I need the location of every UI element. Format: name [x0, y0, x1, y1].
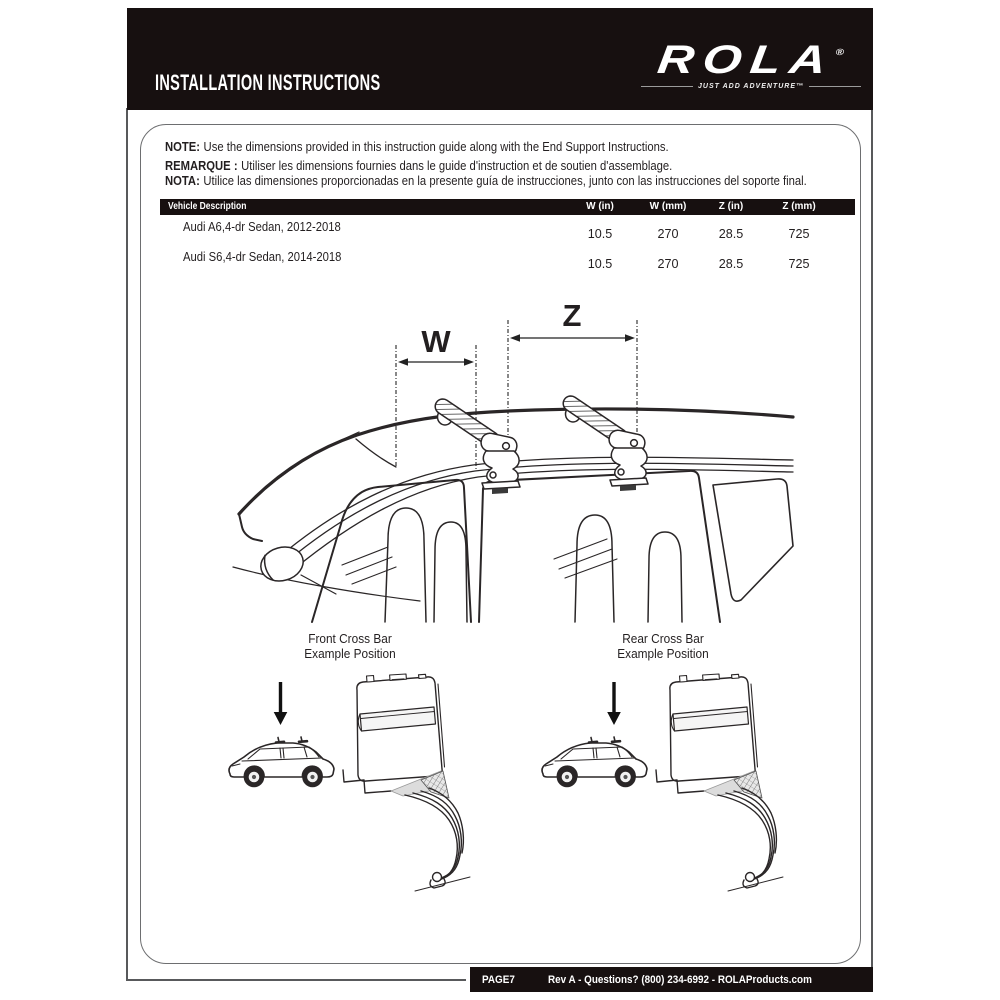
end-support-bracket-art — [342, 673, 471, 892]
rear-label-line1: Rear Cross Bar — [622, 632, 704, 646]
w-mm-value: 270 — [657, 227, 679, 241]
front-position-arrow-icon — [273, 682, 288, 725]
front-crossbar-figure — [227, 673, 471, 892]
w-dimension-label: W — [421, 324, 451, 359]
z-mm-value: 725 — [788, 257, 810, 271]
dimension-guide-lines — [395, 320, 638, 470]
page-edge-right — [871, 108, 873, 968]
w-in-value: 10.5 — [587, 257, 613, 271]
front-label-line2: Example Position — [304, 647, 396, 661]
logo-tagline: JUST ADD ADVENTURE™ — [698, 83, 804, 90]
table-row: Audi A6,4-dr Sedan, 2012-2018 10.5 270 2… — [160, 219, 855, 243]
column-header-z-in: Z (in) — [718, 201, 744, 212]
column-header-z-mm: Z (mm) — [782, 201, 816, 212]
rear-label-line2: Example Position — [617, 647, 709, 661]
rear-crossbar-figure — [540, 673, 784, 892]
vehicle-name: Audi A6,4-dr Sedan, 2012-2018 — [183, 219, 341, 234]
column-header-w-in: W (in) — [586, 201, 614, 212]
tagline-rule-left — [641, 86, 693, 87]
roof-crossbar-diagram: W Z — [232, 298, 795, 623]
note-french: REMARQUE :Utiliser les dimensions fourni… — [165, 158, 672, 173]
content-border-box — [140, 124, 861, 964]
footer-page-number: PAGE7 — [482, 973, 515, 986]
tagline-rule-right — [809, 86, 861, 87]
column-header-vehicle: Vehicle Description — [168, 201, 247, 212]
note-spanish-text: Utilice las dimensiones proporcionadas e… — [203, 173, 807, 188]
page-edge-left — [126, 108, 128, 981]
w-dimension-arrow — [398, 358, 474, 366]
brand-text: ROLA — [655, 38, 838, 82]
mini-car-art — [540, 735, 649, 789]
vehicle-name: Audi S6,4-dr Sedan, 2014-2018 — [183, 249, 342, 264]
w-mm-value: 270 — [657, 257, 679, 271]
note-english-label: NOTE: — [165, 139, 201, 154]
table-row: Audi S6,4-dr Sedan, 2014-2018 10.5 270 2… — [160, 249, 855, 273]
rola-wordmark: ROLA® — [610, 32, 891, 82]
note-french-text: Utiliser les dimensions fournies dans le… — [241, 158, 673, 173]
rola-logo: ROLA® JUST ADD ADVENTURE™ — [641, 32, 861, 90]
w-in-value: 10.5 — [587, 227, 613, 241]
column-header-w-mm: W (mm) — [649, 201, 687, 212]
z-mm-value: 725 — [788, 227, 810, 241]
registered-mark: ® — [835, 47, 845, 57]
end-support-bracket-art — [655, 673, 784, 892]
z-dimension-arrow — [510, 334, 635, 342]
page-edge-bottom — [126, 979, 466, 981]
footer-bar: PAGE7 Rev A - Questions? (800) 234-6992 … — [470, 967, 873, 992]
note-english-text: Use the dimensions provided in this inst… — [203, 139, 669, 154]
z-dimension-label: Z — [563, 298, 582, 333]
note-english: NOTE:Use the dimensions provided in this… — [165, 139, 669, 154]
note-spanish-label: NOTA: — [165, 173, 200, 188]
logo-tagline-row: JUST ADD ADVENTURE™ — [641, 83, 861, 90]
rear-position-arrow-icon — [607, 682, 621, 725]
note-spanish: NOTA:Utilice las dimensiones proporciona… — [165, 173, 807, 188]
header-bar: INSTALLATION INSTRUCTIONS ROLA® JUST ADD… — [127, 8, 873, 110]
z-in-value: 28.5 — [718, 227, 744, 241]
page-title: INSTALLATION INSTRUCTIONS — [155, 70, 381, 95]
front-crossbar-figure-label: Front Cross Bar Example Position — [223, 632, 477, 662]
rear-crossbar-figure-label: Rear Cross Bar Example Position — [536, 632, 790, 662]
table-header-row: Vehicle Description W (in) W (mm) Z (in)… — [160, 199, 855, 215]
z-in-value: 28.5 — [718, 257, 744, 271]
front-label-line1: Front Cross Bar — [308, 632, 392, 646]
note-french-label: REMARQUE : — [165, 158, 238, 173]
mini-car-art — [227, 735, 336, 789]
footer-contact-info: Rev A - Questions? (800) 234-6992 - ROLA… — [548, 973, 813, 986]
